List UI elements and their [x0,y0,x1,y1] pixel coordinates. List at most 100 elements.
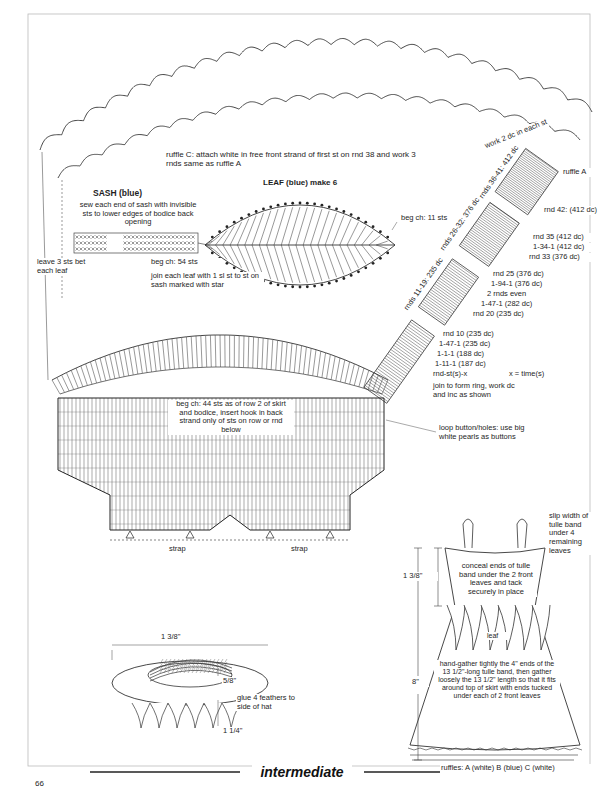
picot-dot [342,277,345,280]
note-text: 5/8" [222,677,248,686]
note-text: rnd 35 (412 dc) [532,233,600,242]
cross-stitch [104,248,107,251]
dimension-tick [414,760,422,761]
cross-stitch [160,236,163,239]
dc-stitch [124,398,125,532]
leaf-stitch [267,245,278,281]
feather-barb [172,665,175,670]
cross-stitch [184,236,187,239]
fan-stitch [172,339,175,370]
cross-stitch [80,248,83,251]
cross-stitch [84,248,87,251]
feather-barb [208,662,211,667]
feather-barb [220,665,223,670]
cross-stitch [160,236,163,239]
dc-stitch [427,295,453,313]
cross-stitch [100,248,103,251]
note-text: 1-47-1 (282 dc) [480,300,562,309]
dc-stitch [376,371,399,387]
feather-barb [184,662,187,667]
button-loop [326,531,334,538]
cross-stitch [88,248,91,251]
picot-dot [226,262,229,265]
feather-barb [220,668,223,673]
cross-stitch [128,248,131,251]
feather-barb [212,662,215,667]
dc-stitch [468,233,497,254]
dc-stitch [473,226,502,247]
cross-stitch [184,236,187,239]
leaf-stitch [223,245,234,264]
dc-stitch [377,368,400,384]
fan-edge [60,367,382,394]
picot-dot [255,210,258,213]
dc-stitch [132,398,133,532]
fan-stitch [267,339,268,370]
cross-stitch [76,242,79,245]
cross-stitch [140,236,143,239]
note-text: leave 3 sts bet each leaf [36,258,104,275]
leaf-stitch [267,209,278,245]
ruffle-c-wave [40,39,592,151]
picot-dot [379,230,382,233]
hat-leaf [150,703,168,728]
picot-dot [218,230,221,233]
cross-stitch [80,236,83,239]
dc-stitch [449,264,475,282]
fan-stitch [124,350,129,376]
cross-stitch [176,236,179,239]
cross-stitch [92,236,95,239]
row-line [58,468,384,469]
dc-stitch [464,239,493,260]
cross-stitch [164,236,167,239]
dc-stitch [344,398,345,532]
cross-stitch [168,248,171,251]
picot-dot [247,213,250,216]
dc-stitch [452,260,478,278]
dress-strap [517,519,527,548]
fan-stitch [290,343,292,372]
feather-barb [176,659,179,664]
picot-dot [211,252,214,255]
row-line [58,524,384,525]
note-text: loop button/holes: use big white pearls … [438,424,536,441]
fan-stitch [313,350,316,376]
leaf-stitch [289,207,300,245]
dc-stitch [476,222,505,243]
picot-dot [321,283,324,286]
dc-stitch [500,185,533,208]
note-text: rnd 25 (376 dc) [492,270,574,279]
feather-barb [192,662,195,667]
note-text: conceal ends of tulle band under the 2 f… [455,562,537,597]
dc-stitch [404,330,427,346]
feather-barb [188,662,191,667]
cross-stitch [160,242,163,245]
dc-stitch [507,175,540,198]
dc-stitch [392,347,415,363]
dc-stitch [340,398,341,532]
cross-stitch [144,236,147,239]
picot-dot [233,266,236,269]
fan-stitch [229,335,230,367]
picot-dot [284,285,287,288]
fan-stitch [238,336,239,368]
picot-dot [233,221,236,224]
cross-stitch [92,248,95,251]
dc-stitch [442,274,468,292]
fan-stitch [220,335,222,367]
note-text: rnd 20 (235 dc) [472,310,554,319]
cross-stitch [168,242,171,245]
fan-stitch [57,377,65,392]
fan-stitch [196,336,198,368]
dc-stitch [474,224,503,245]
feather-barb [180,668,183,673]
note-text: 1-1-1 (188 dc) [436,350,518,359]
note-text: 1 1/4" [222,727,252,736]
dc-stitch [469,231,498,252]
dc-stitch [447,266,473,284]
dc-stitch [471,230,500,251]
fan-stitch [110,354,115,378]
cross-stitch [140,248,143,251]
cross-stitch [176,236,179,239]
dc-stitch [406,328,429,344]
